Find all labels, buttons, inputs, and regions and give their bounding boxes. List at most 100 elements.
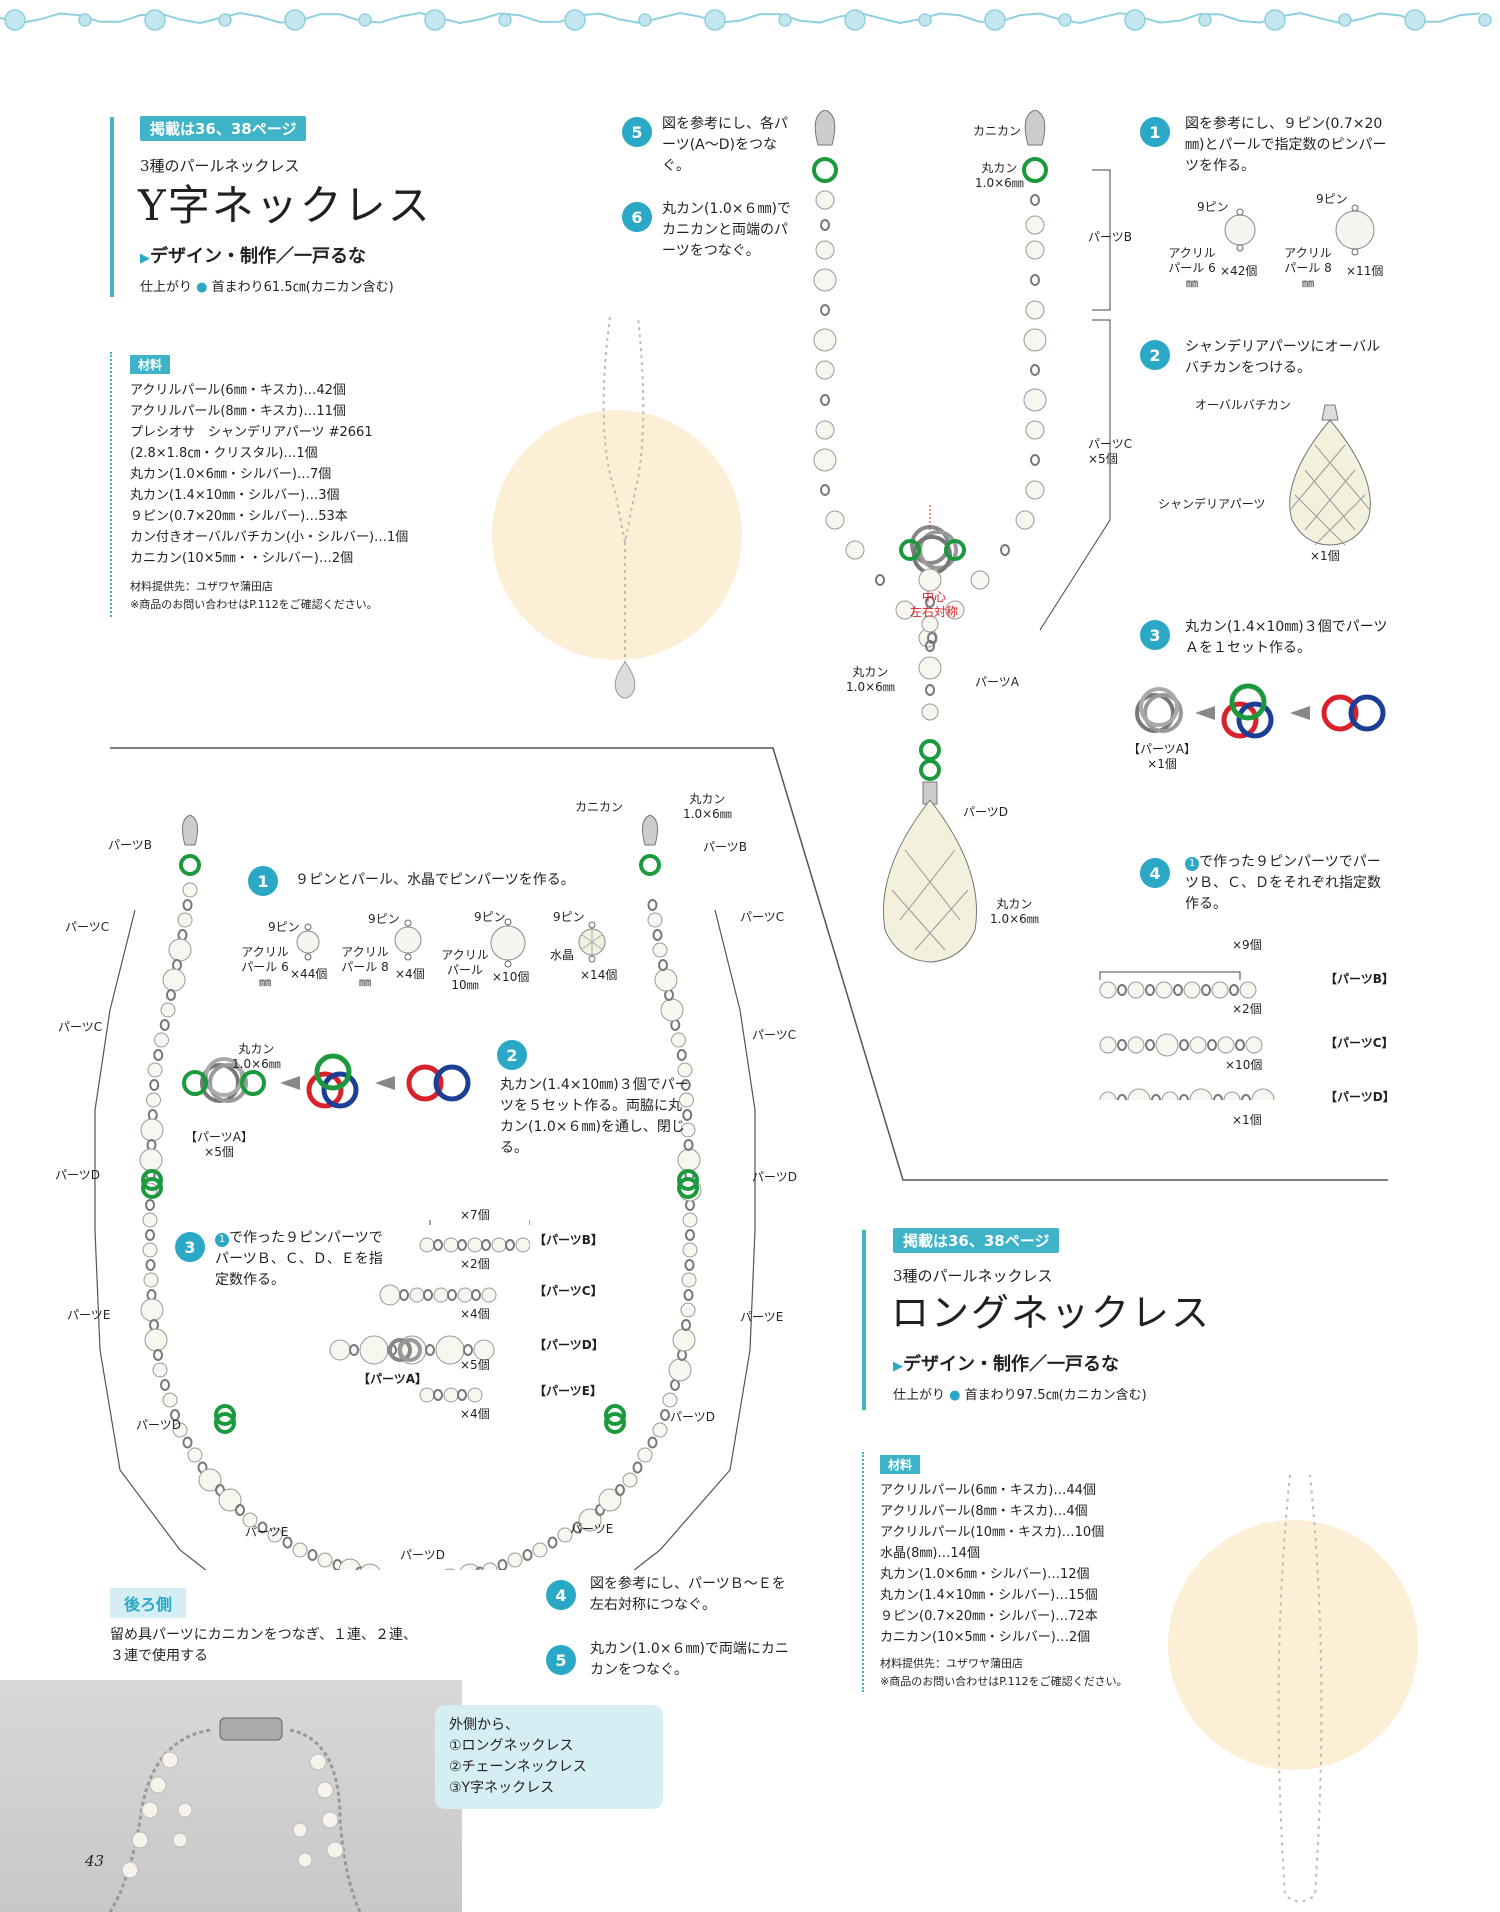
pearl bbox=[168, 938, 192, 962]
jump-ring bbox=[899, 539, 921, 561]
pearl bbox=[187, 1447, 203, 1463]
pearl bbox=[813, 448, 837, 472]
long-label-D-right2: パーツD bbox=[670, 1410, 716, 1424]
pearl bbox=[218, 1488, 242, 1512]
chain-link bbox=[433, 1239, 443, 1251]
chain-link bbox=[1030, 454, 1040, 466]
pearl bbox=[292, 1542, 308, 1558]
pearl bbox=[507, 1552, 523, 1568]
long-material-item: 丸カン(1.0×6㎜・シルバー)…12個 bbox=[880, 1567, 1090, 1582]
pearl bbox=[419, 1237, 435, 1253]
pearl bbox=[152, 1362, 168, 1378]
chandelier-facets bbox=[891, 849, 969, 951]
chain-link bbox=[147, 1109, 158, 1121]
rose-ornament bbox=[144, 9, 166, 31]
rose-ornament bbox=[78, 13, 92, 27]
jump-ring bbox=[944, 539, 966, 561]
rose-ornament bbox=[1198, 13, 1212, 27]
long-label-D-left2: パーツD bbox=[136, 1418, 182, 1432]
pearl bbox=[1099, 1091, 1117, 1100]
y-pin-parts-illustration bbox=[1224, 204, 1375, 256]
pearl bbox=[1127, 1036, 1145, 1054]
pearl bbox=[459, 1563, 481, 1570]
jump-ring bbox=[214, 1404, 236, 1426]
long-label-B-left: パーツB bbox=[108, 838, 152, 852]
long-finish-label: 仕上がり bbox=[893, 1388, 946, 1403]
chain-link bbox=[820, 304, 830, 316]
y-photo-bg-circle bbox=[492, 410, 742, 660]
chain-link bbox=[683, 1289, 694, 1301]
chain-link bbox=[1173, 984, 1183, 996]
long-x2: ×2個 bbox=[460, 1257, 490, 1271]
pearl bbox=[637, 1447, 653, 1463]
chain-link bbox=[1117, 984, 1127, 996]
long-page-tag: 掲載は36、38ページ bbox=[893, 1228, 1060, 1253]
pearl bbox=[142, 1212, 158, 1228]
long-x14: ×14個 bbox=[580, 968, 618, 982]
long-pD: 【パーツD】 bbox=[534, 1338, 604, 1352]
pearl bbox=[1099, 981, 1117, 999]
bracket-C bbox=[1039, 319, 1111, 631]
pearl bbox=[143, 1272, 159, 1288]
long-x4: ×4個 bbox=[395, 967, 425, 981]
chain-link bbox=[647, 1436, 658, 1449]
pearl bbox=[813, 328, 837, 352]
pearl bbox=[142, 1242, 158, 1258]
chain-link bbox=[159, 1019, 170, 1031]
chain-link bbox=[146, 1139, 157, 1151]
y-x42-label: ×42個 bbox=[1220, 264, 1258, 278]
y-step2-badge: 2 bbox=[1140, 340, 1170, 370]
jump-ring bbox=[214, 1412, 236, 1434]
pearl bbox=[144, 1328, 168, 1352]
y-design-text: デザイン・制作／一戸るな bbox=[150, 246, 366, 267]
rose-ornament bbox=[564, 9, 586, 31]
long-materials-list: アクリルパール(6㎜・キスカ)…44個アクリルパール(8㎜・キスカ)…4個アクリ… bbox=[880, 1480, 1104, 1648]
jump-ring bbox=[141, 1177, 163, 1199]
long-step4-text: 図を参考にし、パーツＢ〜Ｅを左右対称につなぐ。 bbox=[590, 1576, 786, 1613]
bubble-line: ②チェーンネックレス bbox=[449, 1759, 587, 1775]
chain-link bbox=[1201, 984, 1211, 996]
pearl bbox=[679, 1092, 694, 1108]
y-x1-label: ×1個 bbox=[1310, 549, 1340, 563]
chain-link bbox=[1179, 1094, 1189, 1100]
lobster-clasp bbox=[814, 110, 836, 146]
chain-link bbox=[875, 574, 885, 586]
long-pA-inline: 【パーツA】 bbox=[358, 1372, 428, 1386]
pearl bbox=[140, 1298, 164, 1322]
chain-link bbox=[683, 1139, 694, 1151]
pearl bbox=[162, 1392, 178, 1408]
chain-link bbox=[1145, 984, 1155, 996]
y-chandelier-illustration bbox=[1289, 404, 1371, 546]
chain-link bbox=[172, 959, 182, 971]
pearl bbox=[652, 1422, 668, 1438]
parts-outline bbox=[94, 909, 756, 1570]
long-pin9-4: 9ピン bbox=[553, 910, 585, 924]
y-label-partsA: パーツA bbox=[975, 675, 1019, 689]
pearl bbox=[895, 600, 915, 620]
rose-ornament bbox=[424, 9, 446, 31]
y-finish: 仕上がり ● 首まわり61.5㎝(カニカン含む) bbox=[140, 280, 394, 295]
chain-link bbox=[522, 1549, 533, 1561]
y-bachikan-label: オーバルバチカン bbox=[1195, 398, 1291, 412]
jump-ring bbox=[388, 1338, 412, 1362]
jump-ring bbox=[604, 1412, 626, 1434]
y-label-kanikan: カニカン bbox=[973, 124, 1022, 138]
chain-link bbox=[677, 1349, 687, 1361]
long-pin-parts-illustration bbox=[296, 918, 606, 968]
long-design-text: デザイン・制作／一戸るな bbox=[903, 1354, 1119, 1375]
y-x1b-label: ×1個 bbox=[1232, 1113, 1262, 1127]
long-material-item: アクリルパール(10㎜・キスカ)…10個 bbox=[880, 1525, 1105, 1540]
rose-ornament bbox=[284, 9, 306, 31]
pearl bbox=[177, 912, 193, 928]
chain-link bbox=[670, 1019, 681, 1031]
pearl bbox=[682, 1212, 698, 1228]
bubble-line: ①ロングネックレス bbox=[449, 1738, 574, 1754]
long-title: ロングネックレス bbox=[891, 1291, 1212, 1335]
long-label-C-left1: パーツC bbox=[65, 920, 110, 934]
pearl bbox=[140, 1118, 164, 1142]
y-x11-label: ×11個 bbox=[1346, 264, 1384, 278]
chain-link bbox=[166, 989, 176, 1001]
